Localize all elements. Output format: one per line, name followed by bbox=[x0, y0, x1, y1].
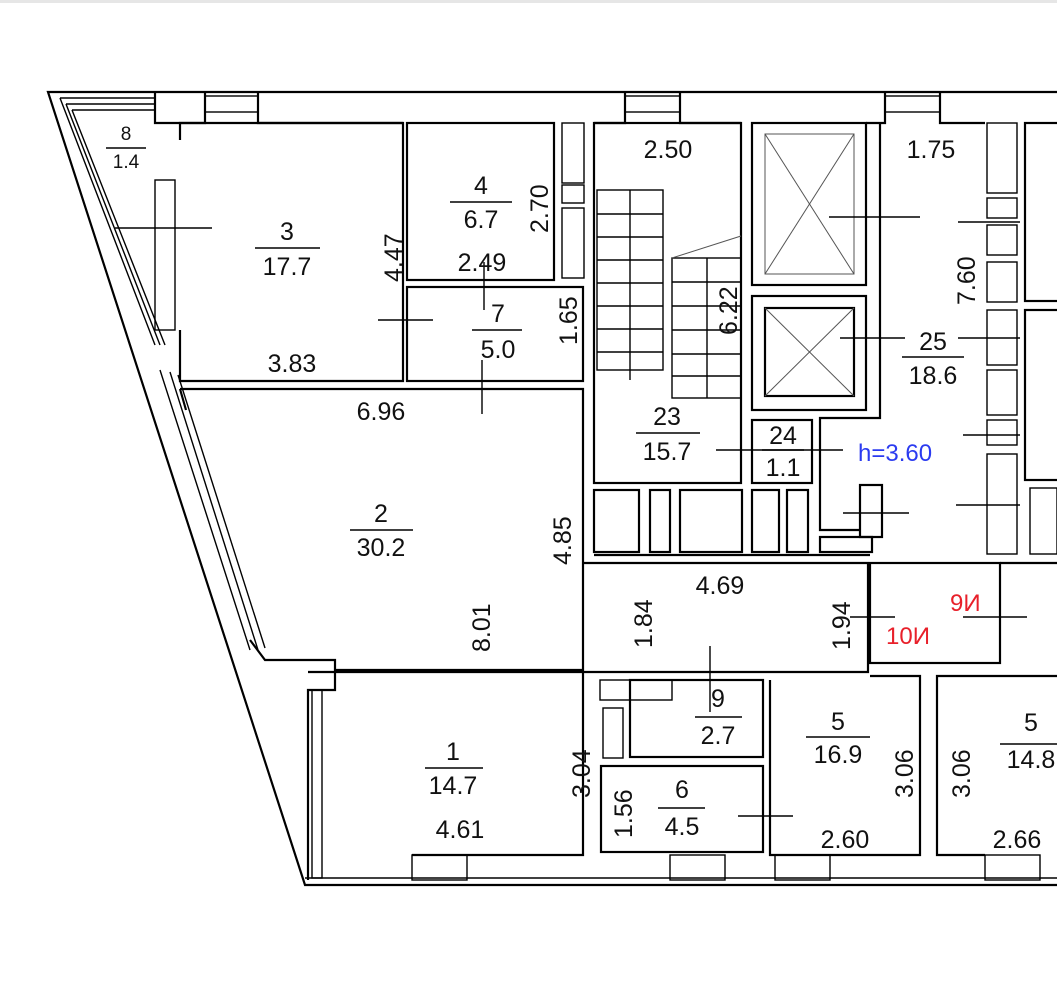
room-3-label: 317.7 bbox=[255, 218, 320, 281]
svg-text:1.1: 1.1 bbox=[766, 454, 801, 482]
svg-text:6.22: 6.22 bbox=[715, 286, 743, 335]
svg-text:3.06: 3.06 bbox=[891, 749, 919, 798]
svg-text:2.60: 2.60 bbox=[821, 826, 870, 854]
door-marks bbox=[115, 216, 1027, 817]
mark-10i: 10И bbox=[886, 623, 930, 650]
svg-text:8: 8 bbox=[121, 124, 132, 145]
svg-text:2.49: 2.49 bbox=[458, 249, 507, 277]
svg-text:14.7: 14.7 bbox=[429, 772, 478, 800]
svg-text:1.84: 1.84 bbox=[630, 599, 658, 648]
svg-text:18.6: 18.6 bbox=[909, 362, 958, 390]
svg-text:2.70: 2.70 bbox=[526, 184, 554, 233]
svg-text:6.7: 6.7 bbox=[464, 206, 499, 234]
svg-text:25: 25 bbox=[919, 328, 947, 356]
svg-text:4.85: 4.85 bbox=[549, 516, 577, 565]
svg-text:3.83: 3.83 bbox=[268, 350, 317, 378]
svg-text:4.47: 4.47 bbox=[380, 233, 408, 282]
room-8-label: 81.4 bbox=[106, 124, 146, 173]
svg-text:5: 5 bbox=[1024, 709, 1038, 737]
svg-text:1.75: 1.75 bbox=[907, 136, 956, 164]
room-7-label: 75.0 bbox=[472, 300, 522, 364]
svg-text:4.69: 4.69 bbox=[696, 572, 745, 600]
svg-text:1.94: 1.94 bbox=[828, 601, 856, 650]
svg-text:1.4: 1.4 bbox=[113, 152, 140, 173]
room-2-label: 230.2 bbox=[350, 500, 413, 562]
room-6-label: 64.5 bbox=[658, 776, 705, 841]
svg-text:3.04: 3.04 bbox=[568, 749, 596, 798]
elevator-shafts bbox=[750, 121, 868, 412]
room-25-label: 25 18.6 bbox=[902, 328, 964, 390]
dimension-labels: 4.47 3.83 2.70 2.49 1.65 6.96 4.85 8.01 … bbox=[268, 136, 1042, 854]
window-top-edge bbox=[0, 0, 1057, 3]
room-24-label: 241.1 bbox=[762, 422, 804, 482]
svg-text:6.96: 6.96 bbox=[357, 398, 406, 426]
room-4-label: 46.7 bbox=[450, 172, 512, 234]
svg-text:3.06: 3.06 bbox=[948, 749, 976, 798]
svg-text:4.5: 4.5 bbox=[665, 813, 700, 841]
svg-text:24: 24 bbox=[769, 422, 797, 450]
svg-text:7: 7 bbox=[491, 300, 505, 328]
svg-text:17.7: 17.7 bbox=[263, 253, 312, 281]
stairs bbox=[596, 189, 742, 399]
svg-text:1.56: 1.56 bbox=[610, 789, 638, 838]
svg-text:6: 6 bbox=[675, 776, 689, 804]
svg-text:1: 1 bbox=[446, 738, 460, 766]
svg-text:2: 2 bbox=[374, 500, 388, 528]
ceiling-height-label: h=3.60 bbox=[858, 440, 932, 467]
svg-text:2.50: 2.50 bbox=[644, 136, 693, 164]
svg-text:5: 5 bbox=[831, 708, 845, 736]
svg-text:3: 3 bbox=[280, 218, 294, 246]
svg-text:8.01: 8.01 bbox=[468, 603, 496, 652]
svg-text:16.9: 16.9 bbox=[814, 741, 863, 769]
svg-text:7.60: 7.60 bbox=[953, 256, 981, 305]
svg-text:4: 4 bbox=[474, 172, 488, 200]
svg-text:4.61: 4.61 bbox=[436, 816, 485, 844]
outer-walls bbox=[46, 90, 1057, 887]
room-labels: 81.4 317.7 46.7 75.0 230.2 114.7 2315.7 … bbox=[106, 124, 1057, 841]
room-9-label: 92.7 bbox=[695, 685, 742, 750]
right-closets bbox=[986, 121, 1057, 555]
svg-text:30.2: 30.2 bbox=[357, 534, 406, 562]
room-5-label: 516.9 bbox=[806, 708, 870, 769]
svg-text:23: 23 bbox=[653, 403, 681, 431]
room-1-label: 114.7 bbox=[425, 738, 483, 800]
svg-text:9: 9 bbox=[711, 685, 725, 713]
interior-walls bbox=[115, 121, 1057, 857]
svg-text:1.65: 1.65 bbox=[555, 296, 583, 345]
svg-text:2.66: 2.66 bbox=[993, 826, 1042, 854]
svg-text:14.8: 14.8 bbox=[1007, 746, 1056, 774]
svg-text:2.7: 2.7 bbox=[701, 722, 736, 750]
room-23-label: 23 15.7 bbox=[636, 403, 700, 466]
svg-text:15.7: 15.7 bbox=[643, 438, 692, 466]
mark-9i: 9И bbox=[950, 590, 981, 617]
room-5b-label: 514.8 bbox=[1000, 709, 1057, 774]
svg-text:5.0: 5.0 bbox=[481, 336, 516, 364]
